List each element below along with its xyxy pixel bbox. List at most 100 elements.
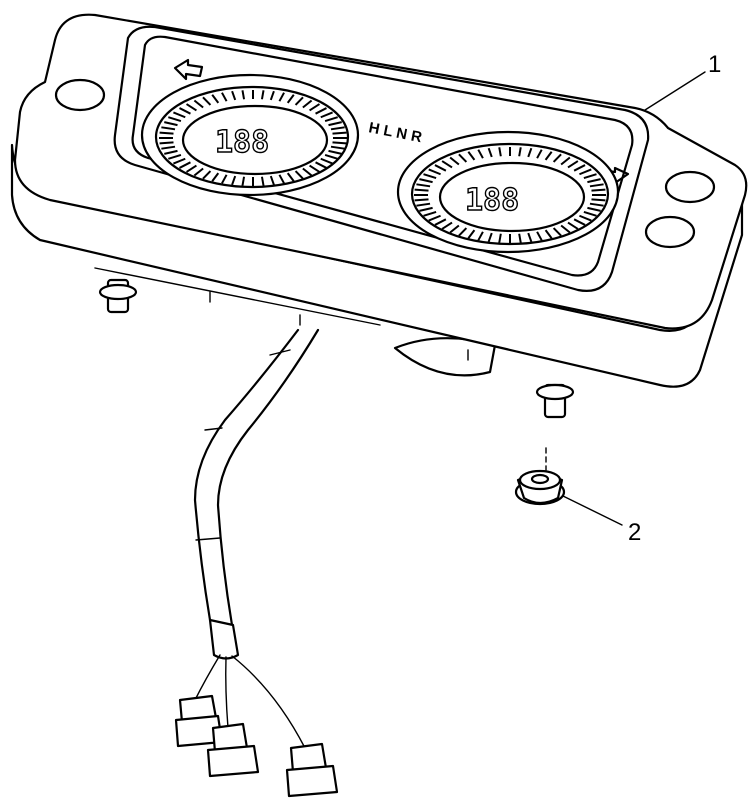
mounting-hole-right-lower (644, 215, 696, 249)
dial-tick (416, 183, 431, 188)
dial-tick (179, 161, 191, 169)
dial-tick (441, 160, 453, 169)
dial-tick (161, 126, 176, 131)
dial-tick (589, 202, 604, 207)
leader-line-2 (562, 495, 623, 526)
dial-tick (527, 147, 533, 158)
dial-tick (173, 157, 186, 165)
dial-tick (428, 214, 441, 222)
dial-tick (294, 170, 304, 180)
dial-tick (193, 99, 204, 109)
dial-tick (560, 156, 571, 166)
dial-tick (458, 227, 468, 237)
connector-a (174, 694, 224, 748)
dial-tick (423, 210, 437, 217)
dial-tick (164, 121, 178, 127)
dial-tick (269, 175, 275, 186)
dial-tick (309, 103, 321, 112)
dial-tick (414, 188, 429, 192)
dial-tick (536, 231, 543, 241)
dial-tick (498, 147, 502, 157)
dial-tick (518, 233, 522, 243)
dial-tick (286, 94, 295, 104)
dial-tick (221, 174, 228, 184)
flange-nut (514, 447, 566, 506)
dial-tick (202, 170, 212, 180)
mounting-hole-right-upper (664, 170, 716, 204)
dial-tick (302, 167, 313, 177)
dial-tick (587, 206, 601, 212)
dial-tick (211, 94, 220, 104)
dial-tick (441, 221, 453, 230)
dial-tick (527, 232, 533, 243)
dial-tick (414, 198, 429, 202)
dial-tick (315, 161, 327, 169)
dial-tick (416, 202, 431, 207)
dial-tick (573, 218, 586, 226)
left-gauge-dial: 188 (140, 73, 360, 197)
dial-tick (477, 231, 484, 241)
dial-tick (324, 153, 338, 160)
dial-tick (567, 221, 579, 230)
right-gauge-dial: 188 (396, 130, 620, 254)
dial-tick (583, 173, 597, 180)
dial-tick (477, 149, 484, 159)
mounting-stud-right (535, 383, 575, 419)
dial-tick (185, 103, 197, 112)
dial-tick (164, 149, 178, 155)
left-turn-arrow-icon (173, 58, 204, 81)
dial-tick (449, 156, 460, 166)
dial-tick (202, 96, 212, 106)
dial-tick (544, 229, 553, 239)
dial-tick (269, 90, 275, 101)
dial-tick (173, 111, 186, 119)
dial-tick (419, 206, 433, 212)
dial-tick (449, 224, 460, 234)
callout-2: 2 (628, 519, 641, 546)
dial-tick (587, 178, 601, 184)
dial-tick (560, 224, 571, 234)
connector-c (285, 742, 339, 798)
dial-tick (567, 160, 579, 169)
dial-tick (419, 178, 433, 184)
dial-tick (589, 183, 604, 188)
dial-tick (179, 107, 191, 115)
dial-tick (241, 176, 246, 186)
dial-tick (193, 167, 204, 177)
dial-tick (231, 175, 237, 186)
dial-tick (498, 233, 502, 243)
dial-tick (278, 174, 285, 184)
dial-tick (330, 145, 345, 150)
dial-tick (309, 164, 321, 173)
dial-tick (330, 126, 345, 131)
dial-tick (328, 121, 342, 127)
dial-tick (518, 147, 522, 157)
dial-tick (487, 147, 493, 158)
dial-tick (579, 214, 592, 222)
dial-tick (583, 210, 597, 217)
dial-tick (260, 176, 265, 186)
dial-tick (579, 168, 592, 176)
rear-boss (393, 337, 497, 377)
dial-tick (423, 173, 437, 180)
connector-b (206, 722, 260, 778)
dial-tick (552, 227, 562, 237)
dial-tick (591, 188, 606, 192)
dial-tick (302, 99, 313, 109)
dial-tick (320, 111, 333, 119)
dial-tick (286, 172, 295, 182)
dial-tick (536, 149, 543, 159)
wire-harness (193, 328, 320, 749)
dial-tick (260, 90, 265, 100)
dial-tick (231, 90, 237, 101)
dial-tick (185, 164, 197, 173)
dial-tick (159, 141, 174, 145)
dial-tick (294, 96, 304, 106)
leader-line-1 (644, 71, 706, 111)
dial-tick (241, 90, 246, 100)
dial-tick (467, 151, 476, 161)
dial-tick (591, 198, 606, 202)
mounting-hole-left (54, 78, 106, 112)
mounting-stud-left (98, 278, 138, 314)
